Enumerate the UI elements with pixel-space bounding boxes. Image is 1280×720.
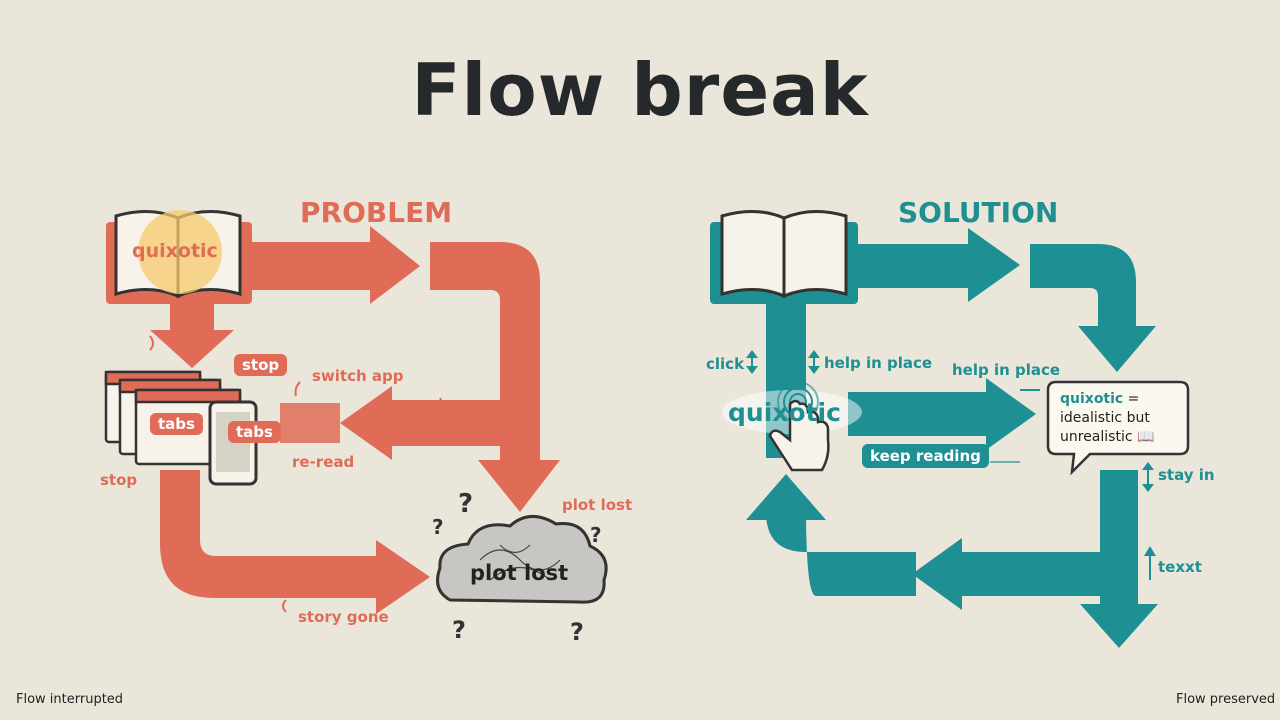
svg-text:?: ? bbox=[458, 489, 473, 519]
definition-text: quixotic = idealistic but unrealistic 📖 bbox=[1060, 391, 1155, 445]
tangled-cloud-icon bbox=[436, 515, 608, 604]
switch-app-label: switch app bbox=[312, 367, 404, 385]
problem-bottom-band2 bbox=[290, 556, 380, 598]
stop-badge-top: stop bbox=[234, 354, 288, 376]
definition-term: quixotic bbox=[1060, 391, 1124, 407]
problem-middle-band bbox=[390, 400, 500, 446]
stop-label-left: stop bbox=[100, 471, 138, 489]
plot-lost-label: plot lost bbox=[562, 496, 633, 514]
problem-bottom-band bbox=[160, 470, 290, 598]
speech-bubble-icon bbox=[1046, 380, 1190, 476]
definition-line1: idealistic but bbox=[1060, 410, 1150, 426]
up-down-arrow-icon bbox=[746, 350, 1156, 556]
solution-right-band bbox=[1030, 244, 1136, 330]
footer-right: Flow preserved bbox=[1176, 692, 1276, 707]
help-in-place-left-label: help in place bbox=[824, 354, 933, 372]
problem-word: quixotic bbox=[132, 240, 218, 262]
svg-text:?: ? bbox=[590, 523, 602, 547]
tabs-badge-phone: tabs bbox=[228, 421, 281, 443]
problem-loop bbox=[150, 226, 560, 614]
problem-book-arrowhead bbox=[150, 330, 234, 368]
book-icon-problem bbox=[106, 209, 252, 304]
svg-text:?: ? bbox=[452, 616, 466, 644]
svg-text:?: ? bbox=[432, 515, 444, 539]
story-gone-label: story gone bbox=[298, 608, 389, 626]
help-in-place-right-label: help in place bbox=[952, 361, 1061, 379]
problem-top-band bbox=[250, 242, 380, 290]
book-icon-solution bbox=[710, 209, 858, 304]
solution-top-band bbox=[848, 244, 978, 288]
solution-word: quixotic bbox=[728, 398, 841, 427]
stay-in-label: stay in bbox=[1158, 466, 1215, 484]
page-title: Flow break bbox=[411, 48, 869, 132]
problem-scribbles bbox=[149, 335, 448, 613]
solution-pointer-lines bbox=[751, 358, 1151, 580]
problem-heading: PROBLEM bbox=[300, 196, 453, 229]
pointer-hand-icon bbox=[768, 399, 830, 472]
click-label: click bbox=[706, 355, 745, 373]
svg-text:?: ? bbox=[570, 618, 584, 646]
texxt-label: texxt bbox=[1158, 558, 1202, 576]
keep-reading-badge: keep reading bbox=[862, 444, 989, 468]
solution-middle-band bbox=[848, 392, 988, 436]
problem-bottom-arrowhead bbox=[376, 540, 430, 614]
problem-down-arrowhead bbox=[478, 460, 560, 512]
question-mark-icon: ? ? ? ? ? bbox=[432, 489, 602, 646]
problem-left-arrowhead bbox=[340, 386, 392, 460]
footer-left: Flow interrupted bbox=[16, 692, 124, 707]
plot-lost-cloud-text: plot lost bbox=[470, 561, 569, 585]
re-read-label: re-read bbox=[292, 453, 355, 471]
tabs-badge-window: tabs bbox=[150, 413, 203, 435]
definition-line2: unrealistic bbox=[1060, 429, 1133, 445]
problem-right-band bbox=[430, 242, 540, 470]
phone-icon bbox=[208, 400, 258, 486]
solution-heading: SOLUTION bbox=[898, 196, 1059, 229]
problem-top-arrowhead bbox=[370, 226, 420, 304]
